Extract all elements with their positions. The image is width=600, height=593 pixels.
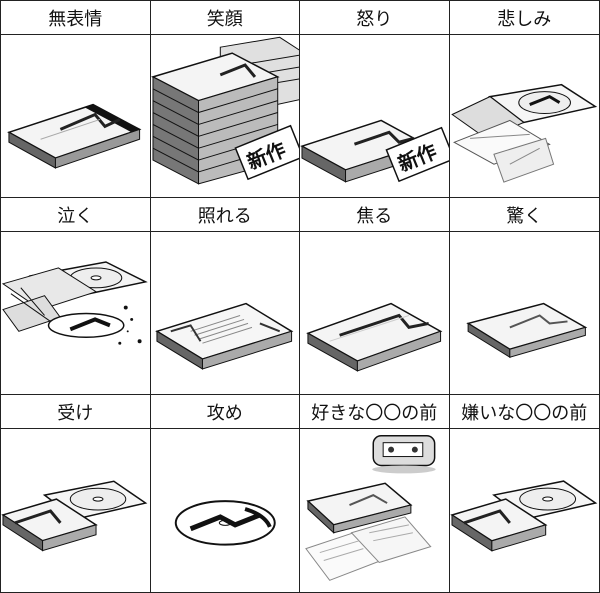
- panel-label: 泣く: [1, 198, 150, 232]
- shattered-cd-case-illustration: [1, 232, 150, 394]
- panel-label: 受け: [1, 395, 150, 429]
- panel-expressionless: 無表情: [1, 1, 151, 198]
- panel-shy: 照れる: [150, 198, 300, 395]
- open-broken-cd-case-illustration: [450, 35, 600, 197]
- panel-label: 照れる: [150, 198, 299, 232]
- panel-surprise: 驚く: [449, 198, 600, 395]
- panel-anger: 怒り 新作: [300, 1, 450, 198]
- single-cd-case-illustration: [1, 35, 150, 197]
- panel-panic: 焦る: [300, 198, 450, 395]
- cd-case-with-sign-illustration: 新作: [300, 35, 449, 197]
- panel-label: 悲しみ: [449, 1, 599, 35]
- cd-case-with-player-illustration: [300, 429, 449, 592]
- stacked-cd-cases-illustration: 新作: [150, 35, 299, 197]
- panel-label: 好きな〇〇の前: [300, 395, 449, 429]
- panel-label: 驚く: [449, 198, 599, 232]
- panel-cry: 泣く: [1, 198, 151, 395]
- panel-label: 嫌いな〇〇の前: [449, 395, 599, 429]
- front-stack: [150, 52, 280, 185]
- open-cd-case-illustration: [449, 429, 600, 592]
- panel-uke: 受け: [1, 395, 151, 592]
- panel-before-disliked: 嫌いな〇〇の前: [449, 395, 600, 592]
- panel-label: 笑顔: [150, 1, 299, 35]
- cd-case-booklet-illustration: [151, 232, 300, 394]
- panel-sadness: 悲しみ: [449, 1, 600, 198]
- panel-before-favorite: 好きな〇〇の前: [300, 395, 450, 592]
- panel-label: 焦る: [300, 198, 449, 232]
- cd-disc-illustration: [151, 429, 300, 592]
- cd-case-flat-illustration: [450, 232, 600, 394]
- panel-label: 無表情: [1, 1, 150, 35]
- cd-player-icon: [372, 435, 436, 474]
- panel-smile: 笑顔: [150, 1, 300, 198]
- panel-label: 攻め: [150, 395, 299, 429]
- open-cd-case-illustration: [1, 429, 150, 592]
- panel-label: 怒り: [300, 1, 449, 35]
- panel-seme: 攻め: [150, 395, 300, 592]
- single-cd-case-illustration: [300, 232, 449, 394]
